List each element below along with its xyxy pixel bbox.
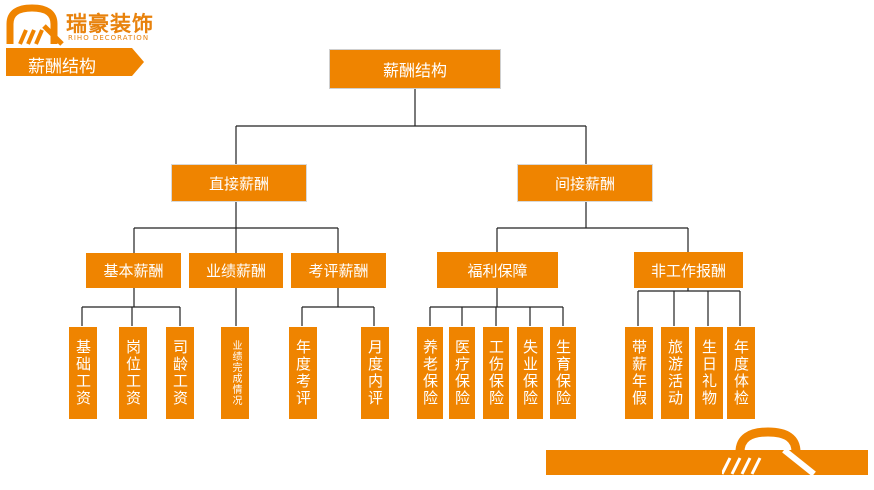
node-non-work-pay: 非工作报酬 [634,252,743,288]
brand-logo [6,4,64,46]
leaf-position-wage: 岗位工资 [118,326,148,420]
node-indirect-pay: 间接薪酬 [517,164,653,202]
leaf-annual-checkup: 年度体检 [726,326,756,420]
leaf-performance-completion: 业绩完成情况 [220,326,250,420]
node-root: 薪酬结构 [329,49,501,89]
leaf-travel-activity: 旅游活动 [660,326,690,420]
leaf-injury-insurance: 工伤保险 [482,326,510,420]
node-evaluation-pay: 考评薪酬 [291,253,386,288]
brand-name: 瑞豪装饰 [66,11,154,36]
footer-logo [722,427,816,476]
leaf-monthly-review: 月度内评 [360,326,390,420]
brand-subtitle: RIHO DECORATION [68,34,150,42]
leaf-basic-wage: 基础工资 [68,326,98,420]
leaf-pension-insurance: 养老保险 [416,326,444,420]
node-performance-pay: 业绩薪酬 [189,253,283,288]
node-welfare: 福利保障 [437,252,558,288]
node-direct-pay: 直接薪酬 [171,164,307,202]
section-header-bar [6,48,144,76]
leaf-medical-insurance: 医疗保险 [448,326,476,420]
leaf-birthday-gift: 生日礼物 [694,326,724,420]
section-title: 薪酬结构 [28,57,96,77]
leaf-paid-leave: 带薪年假 [624,326,654,420]
leaf-unemployment-insurance: 失业保险 [516,326,544,420]
leaf-annual-review: 年度考评 [288,326,318,420]
leaf-maternity-insurance: 生育保险 [549,326,577,420]
node-base-pay: 基本薪酬 [86,253,181,288]
leaf-seniority-wage: 司龄工资 [165,326,195,420]
